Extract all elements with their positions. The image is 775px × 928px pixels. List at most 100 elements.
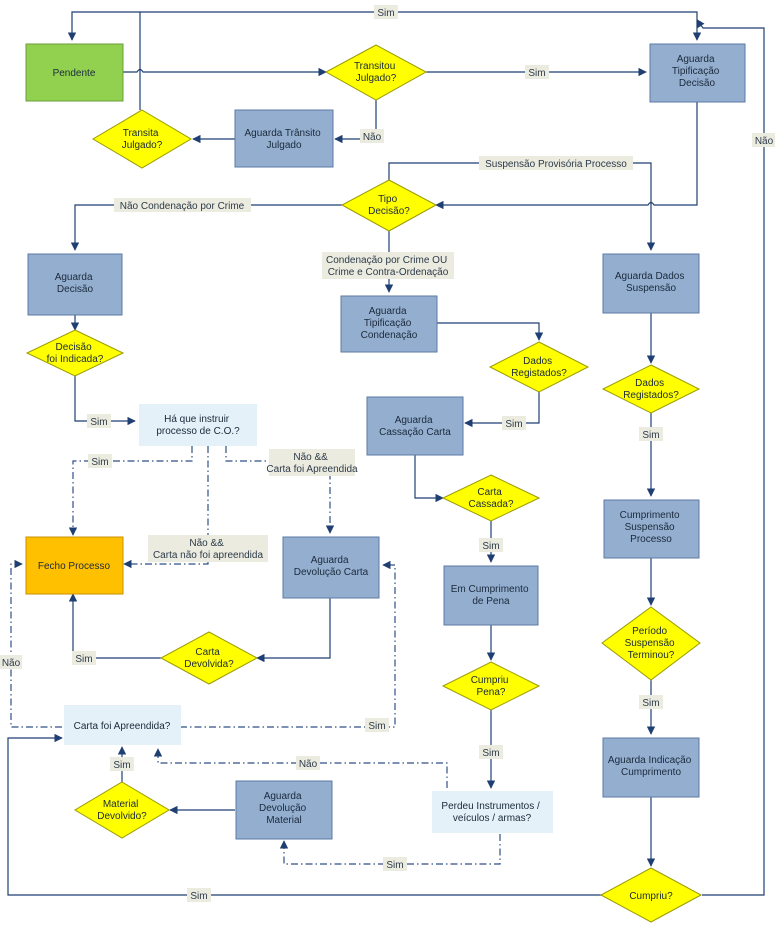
label-sim-devolvida: Sim [72, 651, 96, 665]
node-label: Aguarda Devolução Carta [294, 555, 369, 578]
label-sim-instruir: Sim [88, 454, 112, 468]
label-text: Sim [190, 891, 207, 902]
node-label: Dados Registados? [511, 356, 567, 379]
label-text: Sim [482, 541, 499, 552]
node-label: Aguarda Trânsito Julgado [245, 128, 324, 151]
node-cumpriu-pena: Cumpriu Pena? [441, 661, 541, 711]
label-text: Não [363, 132, 382, 143]
label-sim-top: Sim [374, 5, 398, 19]
edge-tipificacao-tipo [435, 102, 698, 210]
node-carta-apreendida: Carta foi Apreendida? [64, 705, 181, 745]
edge-dados-cassacao [464, 392, 540, 428]
node-label: Carta foi Apreendida? [74, 721, 171, 732]
label-condenacao-crime: Condenação por Crime OU Crime e Contra-O… [322, 252, 454, 279]
edge-apreendida-sim-devcarta [180, 560, 396, 728]
node-label: Aguarda Dados Suspensão [615, 271, 687, 294]
label-text: Sim [505, 419, 522, 430]
label-text: Sim [91, 457, 108, 468]
node-fecho-processo: Fecho Processo [25, 536, 124, 595]
node-aguarda-dados-suspensao: Aguarda Dados Suspensão [602, 253, 700, 314]
node-aguarda-decisao: Aguarda Decisão [27, 253, 123, 316]
node-label: Aguarda Tipificação Condenação [361, 306, 418, 341]
edge-instruir-nao-devcarta [225, 446, 335, 534]
label-nao-carta-apreendida: Não && Carta foi Apreendida [266, 449, 358, 476]
node-dados-registados-2: Dados Registados? [601, 364, 701, 414]
node-pendente: Pendente [25, 43, 124, 102]
edge-devolvida-fecho [68, 593, 161, 659]
label-text: Sim [75, 654, 92, 665]
node-cumpriu: Cumpriu? [599, 867, 703, 923]
label-text: Não [755, 136, 774, 147]
label-nao-apreendida-left: Não [0, 655, 22, 669]
node-label: Carta Cassada? [468, 487, 513, 510]
label-sim-apreendida-right: Sim [365, 718, 389, 732]
node-label: Aguarda Tipificação Decisão [672, 54, 722, 89]
node-cumprimento-suspensao: Cumprimento Suspensão Processo [603, 499, 700, 559]
node-tipo-decisao: Tipo Decisão? [340, 179, 438, 232]
node-label: Material Devolvido? [97, 799, 147, 822]
node-label: Decisão foi Indicada? [47, 342, 104, 365]
node-aguarda-cassacao-carta: Aguarda Cassação Carta [366, 396, 464, 456]
edge-transita-sim-pendente [67, 11, 141, 110]
label-sim-material: Sim [110, 757, 134, 771]
node-transita-julgado: Transita Julgado? [92, 109, 192, 169]
connectors [7, 11, 765, 896]
label-text: Sim [642, 430, 659, 441]
node-label: Aguarda Indicação Cumprimento [608, 755, 694, 778]
label-text: Sim [113, 760, 130, 771]
node-perdeu-instrumentos: Perdeu Instrumentos / veículos / armas? [432, 791, 553, 833]
label-text: Não [2, 658, 21, 669]
node-aguarda-tipificacao-decisao: Aguarda Tipificação Decisão [649, 43, 746, 103]
edge-instruir-sim-fecho [68, 446, 193, 536]
edge-labels: Sim Sim Não Não Suspensão Provisória Pro… [0, 5, 775, 902]
edge-instruir-nao-fecho [123, 446, 209, 569]
node-transitou-julgado: Transitou Julgado? [324, 44, 428, 101]
node-label: Carta Devolvida? [184, 647, 234, 670]
label-text: Sim [482, 748, 499, 759]
label-nao-condenacao: Não Condenação por Crime [114, 198, 251, 212]
label-nao-transitou: Não [360, 129, 384, 143]
node-label: Transita Julgado? [122, 128, 163, 151]
label-sim-cumpriupena: Sim [479, 745, 503, 759]
node-aguarda-transito-julgado: Aguarda Trânsito Julgado [234, 109, 334, 168]
node-label: Tipo Decisão? [368, 194, 410, 217]
node-dados-registados-1: Dados Registados? [488, 341, 590, 393]
node-label: Transitou Julgado? [354, 61, 398, 84]
node-instruir-co: Há que instruir processo de C.O.? [139, 404, 257, 446]
node-carta-devolvida: Carta Devolvida? [159, 631, 259, 685]
label-text: Sim [386, 860, 403, 871]
label-sim-transitou: Sim [525, 65, 549, 79]
node-decisao-indicada: Decisão foi Indicada? [25, 329, 125, 377]
edge-perdeu-sim-devmaterial [279, 834, 501, 865]
node-aguarda-devolucao-carta: Aguarda Devolução Carta [282, 536, 380, 599]
label-text: Condenação por Crime OU Crime e Contra-O… [326, 255, 450, 278]
label-nao-carta-nao-apreendida: Não && Carta não foi apreendida [148, 535, 268, 562]
node-carta-cassada: Carta Cassada? [441, 474, 541, 522]
label-suspensao-provisoria: Suspensão Provisória Processo [479, 156, 633, 170]
label-sim-cumpriu: Sim [187, 888, 211, 902]
node-label: Período Suspensão Terminou? [625, 626, 678, 661]
node-aguarda-devolucao-material: Aguarda Devolução Material [235, 780, 333, 840]
edge-cumpriu-sim [7, 733, 602, 896]
node-label: Cumpriu? [629, 891, 673, 902]
label-text: Não && Carta foi Apreendida [266, 452, 358, 475]
node-label: Aguarda Decisão [55, 272, 96, 295]
label-nao-cumpriu: Não [752, 133, 775, 147]
nodes: Pendente Transitou Julgado? Aguarda Tipi… [25, 43, 746, 923]
edge-cumpriu-nao [696, 19, 765, 896]
node-label: Cumpriu Pena? [471, 675, 512, 698]
label-text: Sim [642, 698, 659, 709]
label-sim-cassada: Sim [479, 538, 503, 552]
node-label: Dados Registados? [623, 378, 679, 401]
label-text: Não && Carta não foi apreendida [153, 538, 264, 561]
node-material-devolvido: Material Devolvido? [74, 781, 170, 839]
label-nao-perdeu: Não [296, 756, 320, 770]
edge-pendente-transitou [123, 67, 327, 77]
edge-tipo-naocondenacao [70, 204, 342, 251]
node-label: Em Cumprimento de Pena [451, 584, 532, 607]
node-label: Fecho Processo [38, 561, 111, 572]
edge-apreendida-nao-fecho [10, 559, 62, 728]
label-text: Sim [528, 68, 545, 79]
node-label: Cumprimento Suspensão Processo [620, 510, 683, 545]
